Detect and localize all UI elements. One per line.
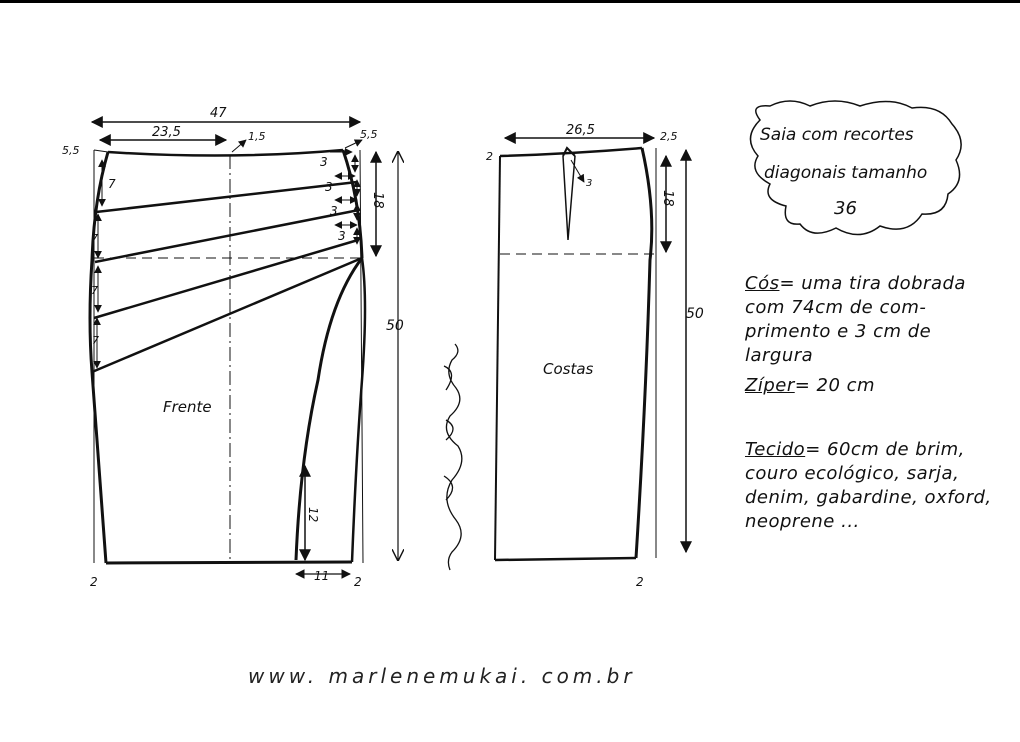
- title-text: Saia com recortes diagonais tamanho 36: [760, 125, 927, 219]
- front-left-corner: 5,5: [62, 144, 80, 157]
- front-dart-2: 3: [325, 180, 333, 194]
- back-dart-label: 3: [586, 178, 592, 189]
- zipper-text: = 20 cm: [794, 375, 876, 396]
- front-curve-seam: [294, 257, 364, 561]
- waistband-note: Cós= uma tira dobrada com 74cm de com-pr…: [745, 272, 1005, 368]
- back-pattern: [494, 132, 692, 562]
- back-right-corner: 2,5: [660, 130, 678, 143]
- front-dart-3: 3: [330, 204, 338, 218]
- back-left-seam: [494, 155, 501, 561]
- back-waist-line: [499, 146, 643, 158]
- back-dart: [562, 155, 576, 241]
- top-border: [0, 0, 1020, 3]
- fabric-text: = 60cm de brim, couro ecológico, sarja, …: [745, 439, 992, 532]
- front-slit-width: 11: [314, 569, 329, 583]
- front-slit-height: 12: [306, 507, 320, 522]
- front-dart-1: 3: [320, 155, 328, 169]
- front-total-width: 47: [210, 106, 227, 121]
- zipper-note: Zíper= 20 cm: [745, 374, 1005, 398]
- front-hem-right: 2: [354, 575, 362, 589]
- front-dart-4: 3: [338, 229, 346, 243]
- front-hip-depth: 18: [370, 192, 385, 209]
- front-panel-line-2: [94, 208, 360, 264]
- back-hem-line: [494, 556, 637, 562]
- front-panel-line-3: [93, 238, 359, 320]
- front-label: Frente: [163, 398, 212, 416]
- front-hem-left: 2: [90, 575, 98, 589]
- title-line-3: 36: [834, 198, 857, 219]
- front-panel-height-2: 7: [91, 232, 98, 245]
- zipper-label: Zíper: [745, 375, 795, 396]
- front-pattern: [88, 116, 398, 579]
- website-url: www. marlenemukai. com.br: [248, 664, 636, 688]
- front-center-mark: 1,5: [248, 130, 266, 143]
- front-length: 50: [386, 318, 404, 334]
- back-label: Costas: [543, 360, 594, 378]
- front-hem-line: [105, 560, 353, 565]
- fabric-label: Tecido: [745, 439, 806, 460]
- front-panel-height-1: 7: [108, 177, 116, 191]
- back-labels: 26,5 2 2,5 3 18 50 Costas 2: [486, 123, 704, 589]
- front-left-seam: [88, 151, 110, 564]
- notes-block: Cós= uma tira dobrada com 74cm de com-pr…: [745, 272, 1005, 398]
- title-line-2: diagonais tamanho: [764, 163, 927, 183]
- front-half-width: 23,5: [152, 125, 181, 140]
- waistband-label: Cós: [745, 273, 780, 294]
- back-hip-depth: 18: [660, 190, 675, 207]
- fabric-note: Tecido= 60cm de brim, couro ecológico, s…: [745, 438, 1015, 534]
- title-cloud: [749, 100, 962, 236]
- front-panel-height-3: 7: [91, 284, 98, 297]
- front-right-corner-arrow: [344, 139, 363, 149]
- front-panel-line-1: [95, 180, 358, 214]
- back-width: 26,5: [566, 123, 595, 138]
- front-panel-height-4: 7: [92, 334, 99, 347]
- back-length: 50: [686, 306, 704, 322]
- front-waist-line: [107, 148, 344, 157]
- back-left-corner: 2: [486, 150, 493, 163]
- front-right-lower-seam: [350, 257, 367, 563]
- front-labels: 47 23,5 1,5 5,5 5,5 3 3 3 3 7 7 7 7 18 5…: [62, 106, 404, 589]
- front-corner-mark: [93, 149, 109, 153]
- front-right-corner: 5,5: [360, 128, 378, 141]
- front-center-mark-arrow: [231, 139, 247, 153]
- front-panel-line-4: [91, 256, 363, 374]
- back-hem-right: 2: [636, 575, 644, 589]
- waistband-text: = uma tira dobrada com 74cm de com-prime…: [745, 273, 966, 366]
- title-line-1: Saia com recortes: [760, 125, 914, 145]
- signature-mark: [443, 343, 463, 571]
- back-right-seam: [634, 147, 654, 559]
